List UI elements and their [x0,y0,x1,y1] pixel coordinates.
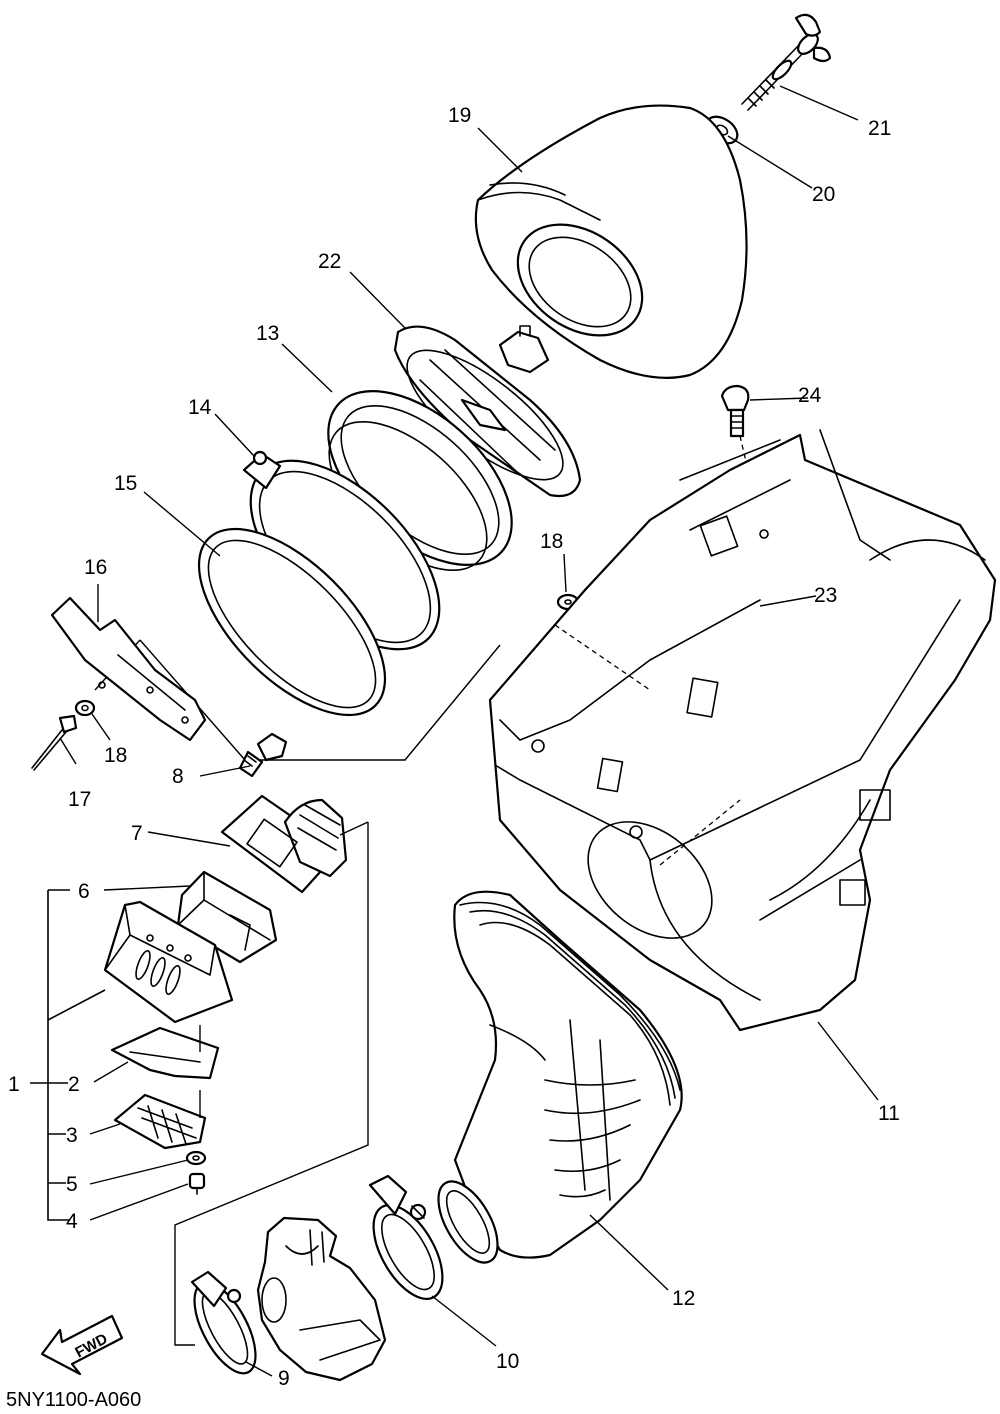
part-10-carb-joint [368,1174,499,1300]
callout-10: 10 [496,1350,519,1373]
callout-5: 5 [66,1173,78,1196]
callout-9: 9 [278,1367,290,1390]
part-9-clamp [190,1270,257,1375]
callout-17: 17 [68,788,91,811]
part-16-plate [50,596,207,742]
callout-11: 11 [878,1102,900,1125]
assembly-bracket [30,889,106,1221]
callout-15: 15 [114,472,137,495]
part-1-reed-valve-assembly [103,900,234,1024]
part-5-washer [185,1150,207,1166]
part-4-screw [188,1172,206,1195]
part-7-manifold [220,794,348,894]
part-3-reed [113,1090,207,1150]
callout-18-lower: 18 [104,744,127,767]
leader-lines [59,85,879,1377]
callout-23: 23 [814,584,837,607]
callout-19: 19 [448,104,471,127]
part-19-air-filter [474,104,748,379]
part-21-wing-bolt [741,13,832,111]
callout-labels: 19 21 20 22 13 24 14 15 18 16 23 18 8 17… [8,104,900,1390]
callout-6: 6 [78,880,90,903]
fwd-arrow-icon: FWD [40,1314,124,1376]
callout-22: 22 [318,250,341,273]
part-2-stopper-plate [110,1025,220,1080]
callout-2: 2 [68,1073,80,1096]
callout-14: 14 [188,396,212,419]
part-15-gasket [197,527,387,717]
callout-20: 20 [812,183,835,206]
part-12-air-duct [453,890,683,1259]
drawing-code: 5NY1100-A060 [6,1389,141,1411]
callout-16: 16 [84,556,107,579]
part-17-rivet [31,714,78,771]
callout-12: 12 [672,1287,695,1310]
carburetor [256,1216,387,1382]
callout-13: 13 [256,322,279,345]
callout-18-upper: 18 [540,530,563,553]
callout-7: 7 [131,822,143,845]
callout-1: 1 [8,1073,20,1096]
part-11-air-box [488,429,997,1032]
part-18-washer-left [74,699,96,717]
part-8-bolt [238,732,288,778]
callout-21: 21 [868,117,891,140]
callout-4: 4 [66,1210,78,1233]
callout-24: 24 [798,384,822,407]
callout-3: 3 [66,1124,78,1147]
callout-8: 8 [172,765,184,788]
